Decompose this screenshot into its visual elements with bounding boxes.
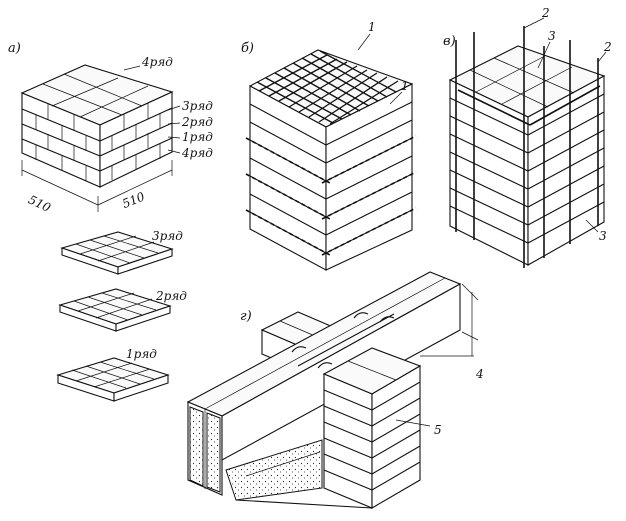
plan-label-1: 1ряд (126, 347, 157, 361)
plan-course-2 (58, 288, 172, 332)
panel-g: г) (186, 271, 484, 509)
panel-g-letter: г) (240, 309, 252, 324)
panel-b-top-mesh (256, 50, 399, 125)
plan-course-1 (56, 357, 170, 402)
plan-label-2: 2ряд (155, 289, 187, 303)
panel-b-callout-1-side: 1 (401, 79, 409, 93)
row-label-4: 4ряд (181, 146, 213, 160)
panel-g-front-pier (322, 347, 422, 509)
panel-b-joint-meshes (245, 135, 417, 256)
row-label-1: 1ряд (182, 130, 213, 144)
panel-b: б) (241, 20, 417, 271)
panel-v-callout-3a: 3 (548, 29, 556, 43)
plan-course-3 (60, 231, 174, 275)
panel-v-courses (449, 93, 605, 244)
panel-v-letter: в) (443, 34, 456, 49)
panel-a-dimensions (21, 160, 173, 212)
panel-g-flow-arrows (291, 312, 395, 369)
panel-g-callout-5: 5 (434, 423, 442, 437)
panel-v-callout-2a: 2 (541, 6, 550, 20)
row-label-top: 4ряд (141, 55, 173, 69)
panel-v-vertical-rods (455, 26, 601, 268)
row-label-3: 3ряд (182, 99, 213, 113)
panel-g-callout-4: 4 (475, 367, 484, 381)
dim-left-510: 510 (26, 193, 53, 216)
row-label-2: 2ряд (181, 115, 213, 129)
plan-label-3: 3ряд (152, 229, 183, 243)
panel-b-callout-1-top: 1 (368, 20, 376, 34)
panel-a-row-leaders (123, 65, 181, 154)
panel-a-brick-cube (20, 64, 174, 188)
panel-b-courses (249, 101, 413, 254)
panel-v-callout-3b: 3 (599, 229, 607, 243)
panel-g-base-masonry (225, 439, 373, 509)
panel-a: а) (8, 41, 213, 402)
panel-b-letter: б) (241, 41, 254, 56)
panel-v: в) (443, 6, 612, 268)
panel-v-callout-2b: 2 (603, 40, 612, 54)
panel-a-letter: а) (8, 41, 21, 56)
